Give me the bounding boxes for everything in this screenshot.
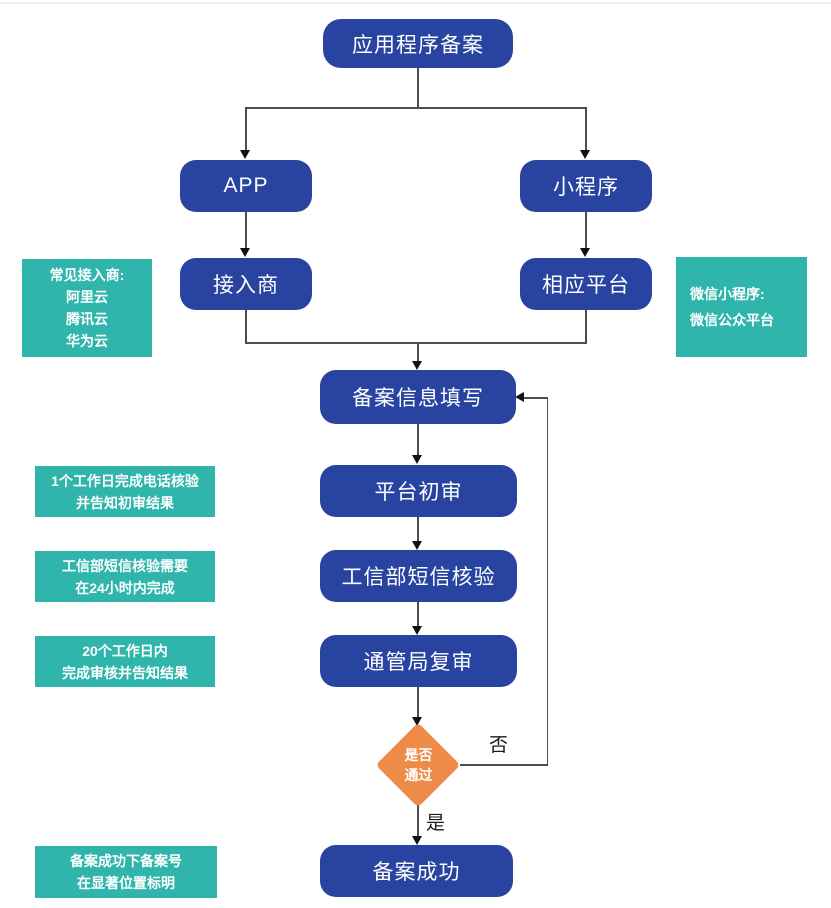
connector-to-app (245, 107, 247, 150)
node-application-filing-label: 应用程序备案 (352, 33, 484, 57)
note-authority-review-line: 20个工作日内 (82, 642, 168, 659)
arrowhead-app (240, 150, 250, 159)
note-access-providers-line: 阿里云 (66, 289, 108, 305)
node-platform-review: 平台初审 (320, 465, 517, 517)
connector-decision-down (417, 803, 419, 836)
note-miit-sms-line: 工信部短信核验需要 (62, 557, 188, 574)
note-authority-review-line: 完成审核并告知结果 (62, 664, 188, 681)
node-app-label: APP (223, 174, 269, 197)
arrowhead-success (412, 836, 422, 845)
connector-platform-down (585, 310, 587, 342)
note-access-providers: 常见接入商: 阿里云 腾讯云 华为云 (22, 259, 152, 357)
note-access-providers-line: 华为云 (66, 333, 108, 349)
note-miit-sms-line: 在24小时内完成 (75, 579, 175, 596)
note-wechat-mini-program: 微信小程序: 微信公众平台 (676, 257, 807, 357)
note-access-providers-line: 腾讯云 (66, 311, 108, 327)
connector-no-return (524, 397, 548, 399)
decision-line1: 是否 (404, 747, 433, 763)
note-wechat-line: 微信公众平台 (690, 312, 774, 328)
arrowhead-platform-review (412, 455, 422, 464)
node-miit-sms-label: 工信部短信核验 (341, 566, 496, 589)
node-filing-success-label: 备案成功 (372, 861, 461, 884)
note-filing-success: 备案成功下备案号 在显著位置标明 (35, 846, 217, 898)
connector-merge-horizontal (245, 342, 587, 344)
connector-mini-down (585, 212, 587, 248)
arrowhead-platform (580, 248, 590, 257)
node-access-provider-label: 接入商 (213, 274, 279, 297)
node-platform-label: 相应平台 (542, 274, 630, 297)
connector-sms-down (417, 602, 419, 626)
arrowhead-filing-info (412, 361, 422, 370)
connector-merge-down (417, 342, 419, 361)
note-access-providers-line: 常见接入商: (49, 267, 125, 283)
connector-to-mini-program (585, 107, 587, 150)
note-miit-sms: 工信部短信核验需要 在24小时内完成 (35, 551, 215, 602)
node-access-provider: 接入商 (180, 258, 312, 310)
node-filing-info-label: 备案信息填写 (352, 387, 484, 410)
arrowhead-access-provider (240, 248, 250, 257)
node-platform-review-label: 平台初审 (374, 481, 463, 504)
node-authority-review: 通管局复审 (320, 635, 517, 687)
connector-no-horizontal (460, 764, 548, 766)
decision-line2: 通过 (404, 767, 433, 783)
note-wechat-line: 微信小程序: (690, 286, 765, 302)
node-mini-program: 小程序 (520, 160, 652, 212)
arrowhead-mini-program (580, 150, 590, 159)
top-divider (0, 2, 831, 4)
arrowhead-decision (412, 717, 422, 726)
connector-review-down (417, 517, 419, 541)
connector-authority-down (417, 687, 419, 717)
edge-label-yes: 是 (426, 813, 446, 834)
connector-root-down (417, 68, 419, 107)
arrowhead-loop-back (515, 392, 524, 402)
connector-app-down (245, 212, 247, 248)
node-application-filing: 应用程序备案 (323, 19, 513, 68)
note-platform-review-line: 1个工作日完成电话核验 (51, 472, 199, 489)
node-mini-program-label: 小程序 (553, 176, 619, 199)
connector-no-vertical (546, 397, 548, 765)
arrowhead-authority-review (412, 626, 422, 635)
note-authority-review: 20个工作日内 完成审核并告知结果 (35, 636, 215, 687)
node-platform: 相应平台 (520, 258, 652, 310)
node-filing-info: 备案信息填写 (320, 370, 516, 424)
decision-diamond-label: 是否 通过 (377, 737, 460, 793)
note-filing-success-line: 在显著位置标明 (77, 875, 175, 891)
node-miit-sms-verification: 工信部短信核验 (320, 550, 517, 602)
note-platform-review-line: 并告知初审结果 (76, 494, 174, 511)
node-authority-review-label: 通管局复审 (363, 651, 474, 674)
connector-filing-down (417, 424, 419, 455)
connector-access-down (245, 310, 247, 342)
edge-label-no: 否 (489, 735, 509, 756)
node-app: APP (180, 160, 312, 212)
note-platform-review: 1个工作日完成电话核验 并告知初审结果 (35, 466, 215, 517)
arrowhead-miit-sms (412, 541, 422, 550)
node-filing-success: 备案成功 (320, 845, 513, 897)
note-filing-success-line: 备案成功下备案号 (70, 853, 182, 869)
connector-split-horizontal (245, 107, 587, 109)
